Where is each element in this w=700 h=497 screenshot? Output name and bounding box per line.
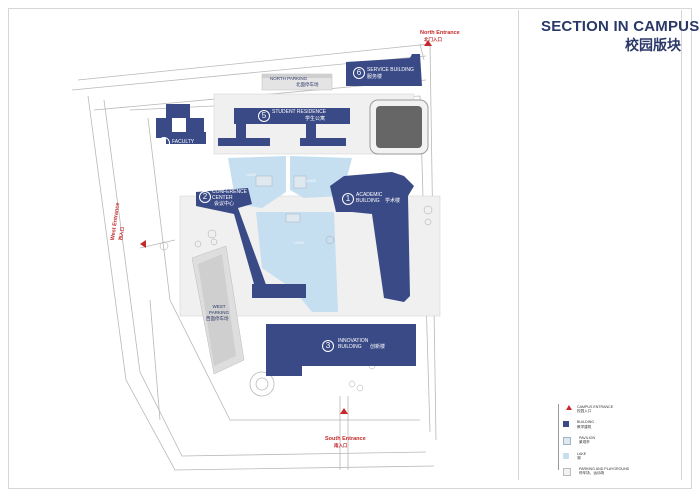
entrance-markers <box>140 40 572 414</box>
map-title-zh: 校园版块 <box>625 37 681 53</box>
map-legend: CAMPUS ENTRANCE 校园入口 BUILDING 教学建筑 PAVIL… <box>563 405 648 483</box>
north-parking-label: NORTH PARKING <box>270 76 308 81</box>
west-parking <box>191 245 245 375</box>
building-6-label[interactable]: SERVICE BUILDING <box>367 67 414 73</box>
building-5-label[interactable]: STUDENT RESIDENCE <box>272 109 327 115</box>
legend-item-entrance: CAMPUS ENTRANCE 校园入口 <box>563 405 648 413</box>
building-1-badge[interactable]: 1 <box>342 193 354 205</box>
pavilions <box>255 175 307 223</box>
building-2-label-zh: 会议中心 <box>214 201 235 207</box>
building-6-badge[interactable]: 6 <box>353 67 365 79</box>
building-3-badge[interactable]: 3 <box>322 340 334 352</box>
west-parking-label: WEST PARKING <box>209 304 229 315</box>
building-swatch-icon <box>563 421 569 428</box>
lake-label-a: LAKE <box>246 172 257 177</box>
title-divider <box>518 10 519 480</box>
legend-item-parking: PARKING AND PLAYGROUND 停车场、运动场 <box>563 467 648 477</box>
building-4-badge[interactable]: 4 <box>158 137 170 149</box>
legend-parking-label-zh: 停车场、运动场 <box>579 471 605 476</box>
building-1-label[interactable]: ACADEMIC BUILDING <box>356 192 383 204</box>
lake-swatch-icon <box>563 452 569 459</box>
pavilion-swatch-icon <box>563 436 571 445</box>
north-parking-label-zh: 北面停车场 <box>296 82 319 87</box>
legend-lake-label-zh: 湖 <box>577 456 581 461</box>
roundabout <box>249 371 275 397</box>
building-6-label-zh: 服务楼 <box>367 74 383 80</box>
page-frame <box>8 8 692 489</box>
legend-parking-label: PARKING AND PLAYGROUND <box>579 467 630 472</box>
legend-building-label: BUILDING <box>577 420 594 425</box>
legend-lake-label: LAKE <box>577 451 587 456</box>
west-parking-label-zh: 西面停车场 <box>206 316 229 321</box>
building-1-label-zh: 学术楼 <box>385 198 401 204</box>
buildings <box>156 54 422 376</box>
entrance-triangle-icon <box>563 406 569 412</box>
legend-entrance-label: CAMPUS ENTRANCE <box>577 405 614 409</box>
map-title: SECTION IN CAMPUS <box>541 18 700 35</box>
building-2-label[interactable]: CONFERENCE CENTER <box>212 189 248 201</box>
north-parking <box>261 73 333 91</box>
building-5-badge[interactable]: 5 <box>258 110 270 122</box>
parking-swatch-icon <box>563 468 571 477</box>
north-entrance-label-zh: 北门入口 <box>424 37 442 42</box>
building-4-label[interactable]: FACULTY RESIDENCE <box>172 139 202 151</box>
legend-item-building: BUILDING 教学建筑 <box>563 420 648 429</box>
legend-building-label-zh: 教学建筑 <box>577 424 592 429</box>
building-3-label[interactable]: INNOVATION BUILDING <box>338 338 369 350</box>
building-2-badge[interactable]: 2 <box>199 191 211 203</box>
legend-divider <box>558 404 559 470</box>
building-3-label-zh: 创新楼 <box>370 344 386 350</box>
sports-field <box>369 99 429 155</box>
legend-item-pavilion: PAVILION 景观亭 <box>563 436 648 445</box>
legend-entrance-label-zh: 校园入口 <box>577 409 592 414</box>
north-entrance-label[interactable]: North Entrance <box>420 30 460 36</box>
lake-label-b: LAKE <box>306 178 317 183</box>
legend-item-lake: LAKE 湖 <box>563 452 648 460</box>
legend-pavilion-label: PAVILION <box>579 435 596 440</box>
building-5-label-zh: 学生公寓 <box>305 116 326 122</box>
right-divider <box>681 10 682 480</box>
legend-pavilion-label-zh: 景观亭 <box>579 440 590 445</box>
south-entrance-label-zh: 南入口 <box>334 443 348 448</box>
south-entrance-label[interactable]: South Entrance <box>325 436 366 442</box>
lake-label-c: LAKE <box>294 240 305 245</box>
